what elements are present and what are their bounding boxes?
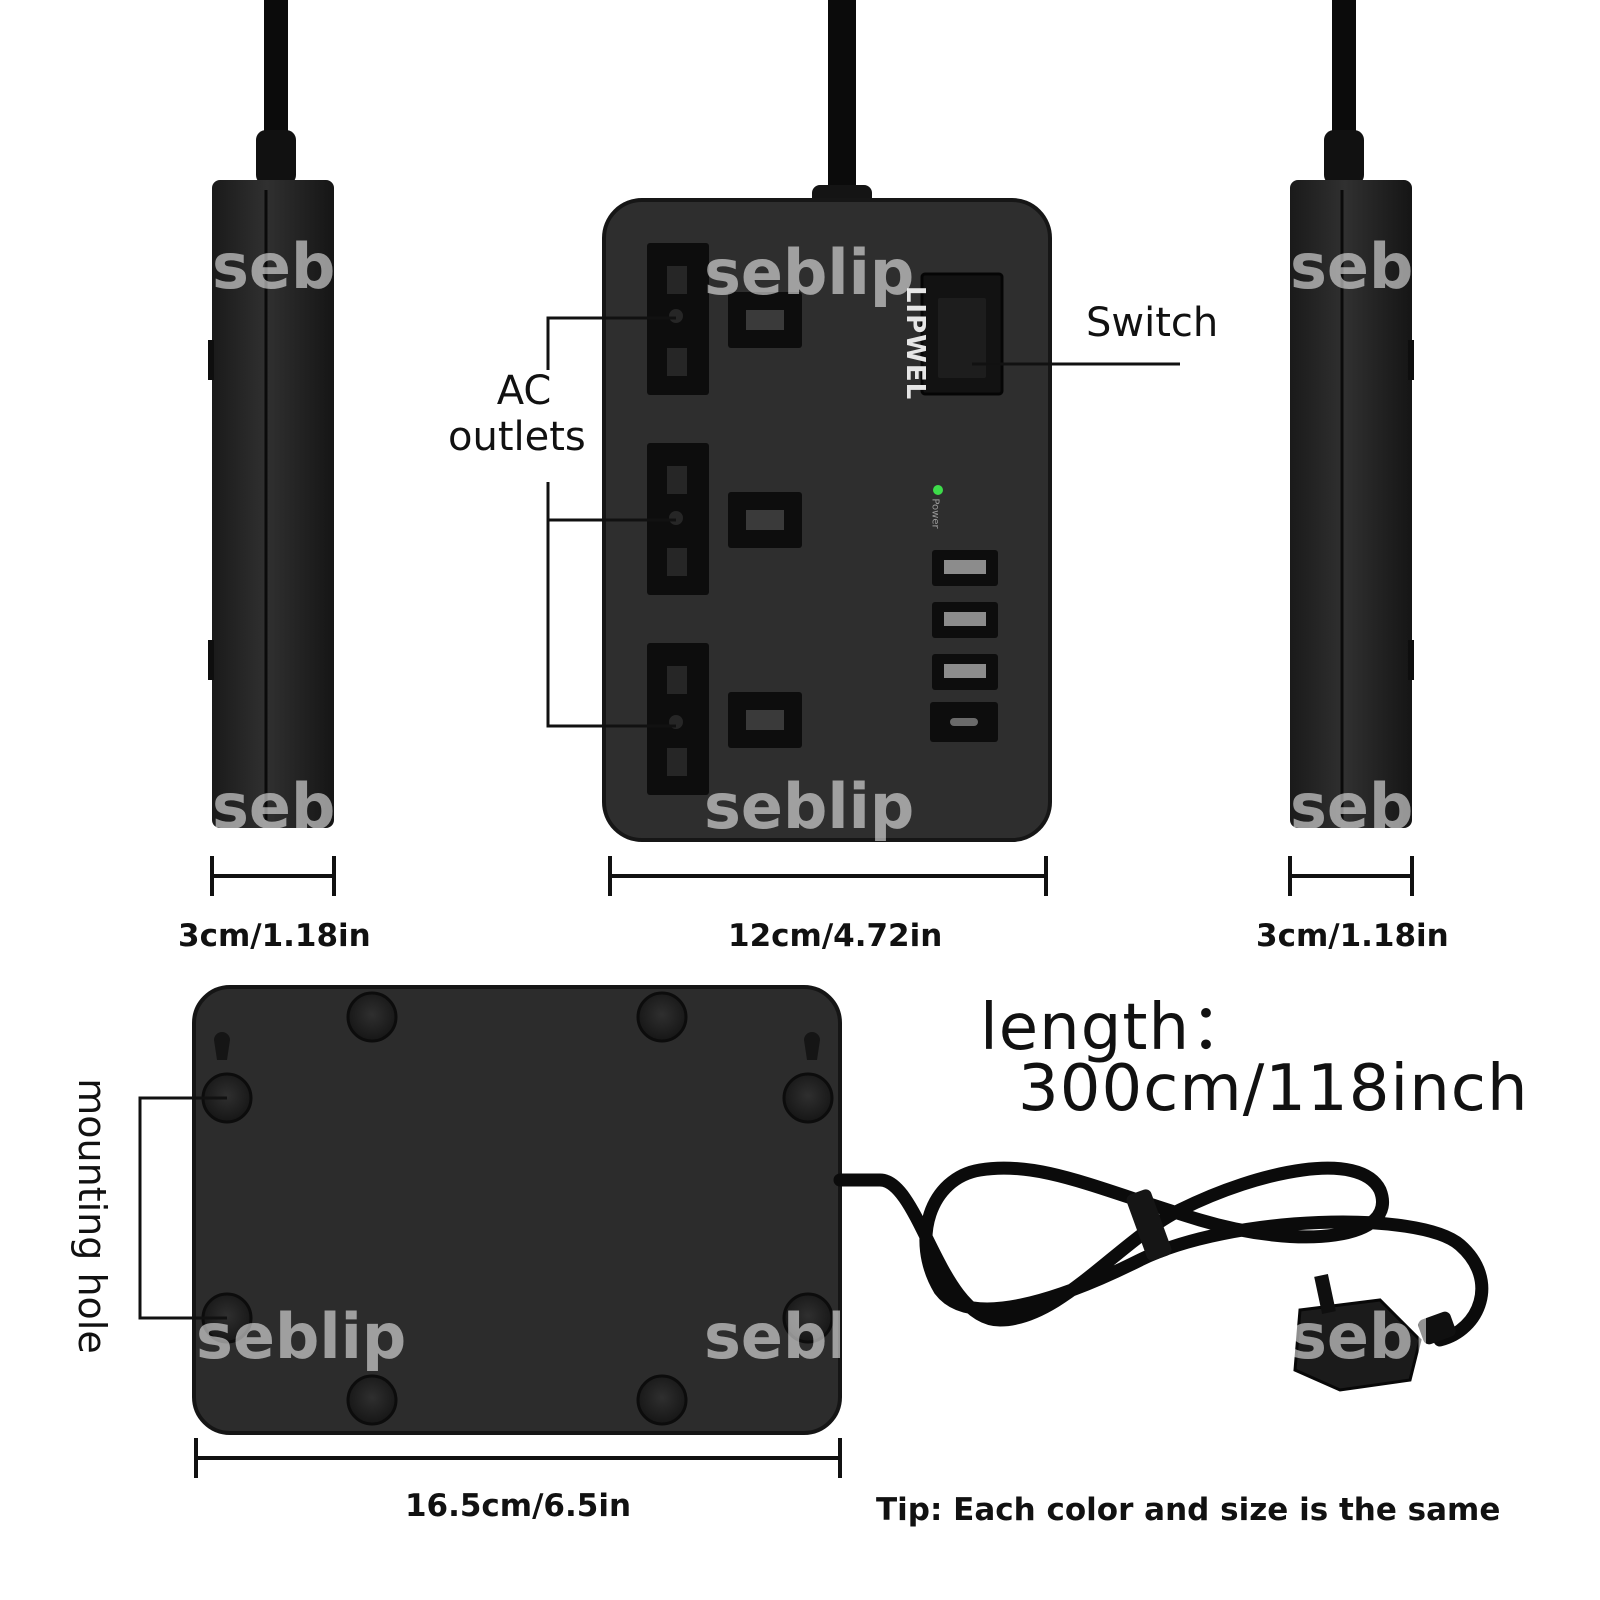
right-side-view (1290, 0, 1414, 828)
power-cord-front (828, 0, 856, 190)
ac-outlet (647, 243, 802, 395)
uk-plug (1293, 1273, 1456, 1392)
bottom-body (192, 985, 842, 1435)
callout-lines (138, 316, 1180, 1320)
watermark: seblip (1290, 230, 1412, 303)
bottom-view (192, 985, 1489, 1435)
cable-tie (1126, 1189, 1172, 1261)
watermark: seblip (1290, 1300, 1426, 1373)
power-cord-left (264, 0, 288, 140)
switch-label: Switch (1086, 300, 1219, 346)
power-cord-right (1332, 0, 1356, 140)
ac-outlet (647, 443, 802, 595)
watermark: seblip (212, 770, 334, 843)
side-body (212, 180, 334, 828)
mounting-hole-label: mounting hole (70, 1078, 114, 1354)
dimension-left-label: 3cm/1.18in (178, 918, 371, 954)
ac-outlets-label-line1: AC (496, 368, 552, 414)
ac-leader-bottom (546, 482, 676, 728)
side-foot (1408, 640, 1414, 680)
ac-outlets-label-line2: outlets (448, 414, 586, 460)
watermark: seblip (704, 1300, 840, 1373)
cable-length-value: 300cm/118inch (1018, 1052, 1529, 1126)
watermark: seblip (196, 1300, 407, 1373)
usb-c-port (930, 702, 998, 742)
ac-outlet (647, 643, 802, 795)
side-foot (1408, 340, 1414, 380)
mounting-leader (138, 1096, 227, 1320)
dimension-lines (194, 856, 1414, 1478)
watermark: seblip (704, 770, 915, 843)
cable-length-label: length： (980, 991, 1255, 1065)
tip-note: Tip: Each color and size is the same (876, 1492, 1501, 1528)
usb-a-port (932, 550, 998, 586)
rocker-switch (920, 272, 1004, 396)
cord-strain-relief (1324, 130, 1364, 185)
power-led (933, 485, 943, 495)
dimension-front-label: 12cm/4.72in (728, 918, 943, 954)
front-view (602, 0, 1052, 842)
usb-a-port (932, 654, 998, 690)
side-foot (208, 340, 214, 380)
usb-a-port (932, 602, 998, 638)
ac-leader-top (546, 316, 676, 370)
left-side-view (208, 0, 334, 828)
cord-strain-relief (256, 130, 296, 185)
keyhole-slot (214, 1032, 230, 1060)
dimension-right-label: 3cm/1.18in (1256, 918, 1449, 954)
watermark: seblip (1290, 770, 1412, 843)
keyhole-slot (804, 1032, 820, 1060)
power-led-label: Power (929, 498, 941, 529)
watermark: seblip (212, 230, 334, 303)
side-foot (208, 640, 214, 680)
power-cable (833, 1161, 1489, 1347)
watermark: seblip (704, 236, 915, 309)
side-body (1290, 180, 1412, 828)
dimension-bottom-label: 16.5cm/6.5in (404, 1488, 632, 1524)
